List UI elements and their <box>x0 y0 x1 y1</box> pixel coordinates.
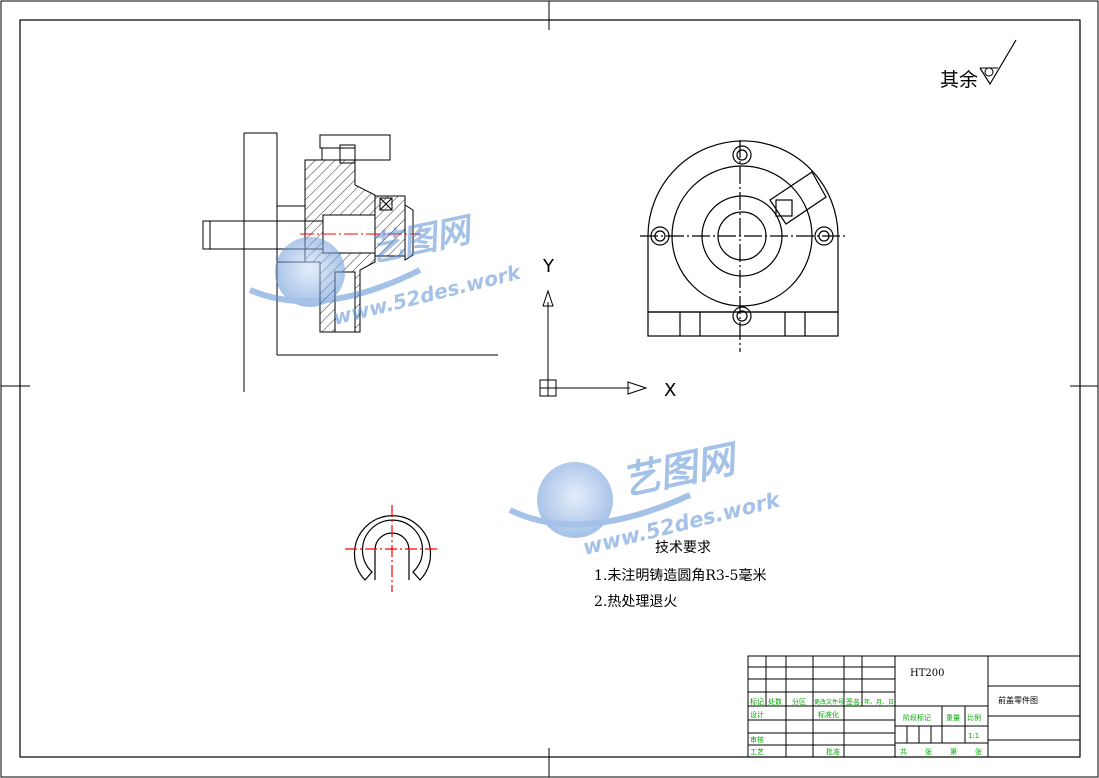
svg-text:审核: 审核 <box>750 735 764 744</box>
svg-text:年、月、日: 年、月、日 <box>864 698 894 706</box>
detail-view <box>345 505 440 592</box>
svg-text:处数: 处数 <box>768 697 782 706</box>
svg-text:张: 张 <box>925 747 932 756</box>
tech-req-heading: 技术要求 <box>655 540 711 556</box>
title-block <box>747 655 1081 758</box>
svg-text:批准: 批准 <box>826 747 840 756</box>
svg-text:签名: 签名 <box>846 697 860 706</box>
svg-text:更改文件号: 更改文件号 <box>814 698 844 706</box>
svg-text:重量: 重量 <box>946 714 960 722</box>
material-text: HT200 <box>910 668 944 679</box>
ucs-icon: Y X <box>539 256 676 401</box>
y-axis-label: Y <box>542 256 555 277</box>
svg-text:标记: 标记 <box>750 697 764 706</box>
tech-req-item-2: 2.热处理退火 <box>594 594 677 610</box>
section-view <box>202 132 498 392</box>
svg-text:张: 张 <box>975 747 982 756</box>
svg-text:工艺: 工艺 <box>750 748 764 756</box>
watermark-brand-center: 艺图网 <box>618 436 744 504</box>
watermark-top: 艺图网 www.52des.work <box>248 209 524 330</box>
x-axis-label: X <box>664 380 676 401</box>
svg-text:阶段标记: 阶段标记 <box>903 713 931 722</box>
roughness-note-text: 其余 <box>940 69 978 91</box>
drawing-name-text: 前盖零件图 <box>998 695 1038 705</box>
watermark-center: 艺图网 www.52des.work <box>508 436 784 560</box>
roughness-note: 其余 <box>940 39 1017 91</box>
svg-text:标准化: 标准化 <box>818 710 839 719</box>
svg-text:共: 共 <box>900 747 907 756</box>
tech-req-item-1: 1.未注明铸造圆角R3-5毫米 <box>594 567 766 584</box>
front-view <box>640 140 846 352</box>
svg-text:设计: 设计 <box>750 710 764 719</box>
svg-text:比例: 比例 <box>967 713 981 722</box>
svg-text:分区: 分区 <box>792 697 806 706</box>
title-block-text: HT200 前盖零件图 1:1 标记 处数 分区 更改文件号 签名 年、月、日 … <box>750 668 1038 756</box>
scale-value: 1:1 <box>968 732 979 740</box>
svg-text:第: 第 <box>950 747 957 756</box>
technical-requirements: 技术要求 1.未注明铸造圆角R3-5毫米 2.热处理退火 <box>594 540 766 610</box>
